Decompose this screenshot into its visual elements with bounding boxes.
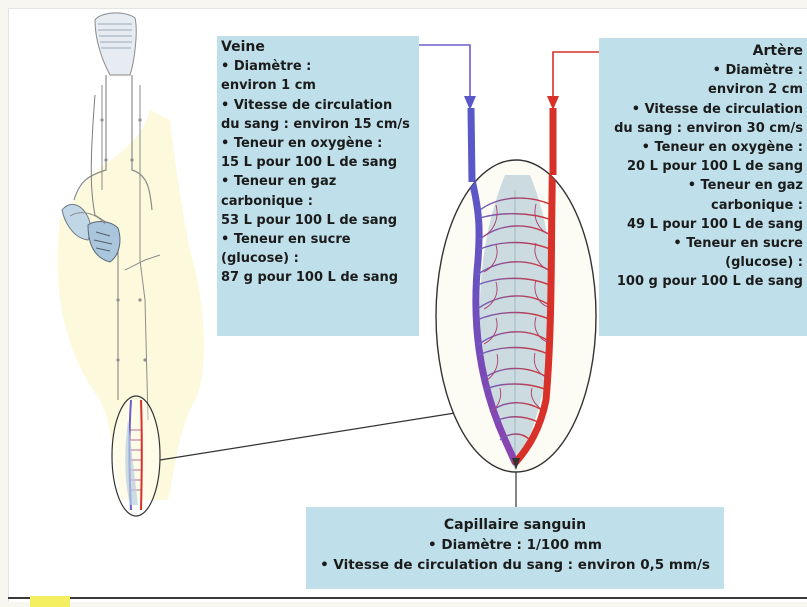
artery-line: • Diamètre : <box>599 61 803 80</box>
artery-line: • Teneur en sucre <box>599 234 803 253</box>
capillary-line: • Diamètre : 1/100 mm <box>314 535 716 555</box>
artery-line: (glucose) : <box>599 253 803 272</box>
vein-line: 53 L pour 100 L de sang <box>221 211 415 230</box>
artery-title: Artère <box>599 42 803 61</box>
artery-line: carbonique : <box>599 196 803 215</box>
vein-line: (glucose) : <box>221 249 415 268</box>
vein-line: • Vitesse de circulation <box>221 96 415 115</box>
vein-line: 15 L pour 100 L de sang <box>221 153 415 172</box>
artery-line: • Vitesse de circulation <box>599 100 803 119</box>
vein-line: du sang : environ 15 cm/s <box>221 115 415 134</box>
vein-info-box: Veine • Diamètre : environ 1 cm • Vitess… <box>217 36 419 336</box>
capillary-info-box: Capillaire sanguin • Diamètre : 1/100 mm… <box>306 507 724 589</box>
capillary-line: • Vitesse de circulation du sang : envir… <box>314 555 716 575</box>
artery-line: • Teneur en oxygène : <box>599 138 803 157</box>
artery-line: 49 L pour 100 L de sang <box>599 215 803 234</box>
vein-line: • Teneur en gaz <box>221 172 415 191</box>
artery-line: environ 2 cm <box>599 80 803 99</box>
vein-line: • Teneur en oxygène : <box>221 134 415 153</box>
zoom-connector <box>160 413 455 460</box>
vein-line: carbonique : <box>221 192 415 211</box>
large-zoom-ellipse <box>436 108 596 472</box>
small-zoom-ellipse <box>112 396 160 516</box>
artery-line: 100 g pour 100 L de sang <box>599 272 803 291</box>
artery-line: • Teneur en gaz <box>599 176 803 195</box>
vein-line: 87 g pour 100 L de sang <box>221 268 415 287</box>
artery-line: du sang : environ 30 cm/s <box>599 119 803 138</box>
capillary-title: Capillaire sanguin <box>314 515 716 535</box>
vein-line: environ 1 cm <box>221 76 415 95</box>
artery-line: 20 L pour 100 L de sang <box>599 157 803 176</box>
vein-title: Veine <box>221 38 415 57</box>
artery-info-box: Artère • Diamètre : environ 2 cm • Vites… <box>599 38 807 336</box>
vein-line: • Teneur en sucre <box>221 230 415 249</box>
vein-line: • Diamètre : <box>221 57 415 76</box>
